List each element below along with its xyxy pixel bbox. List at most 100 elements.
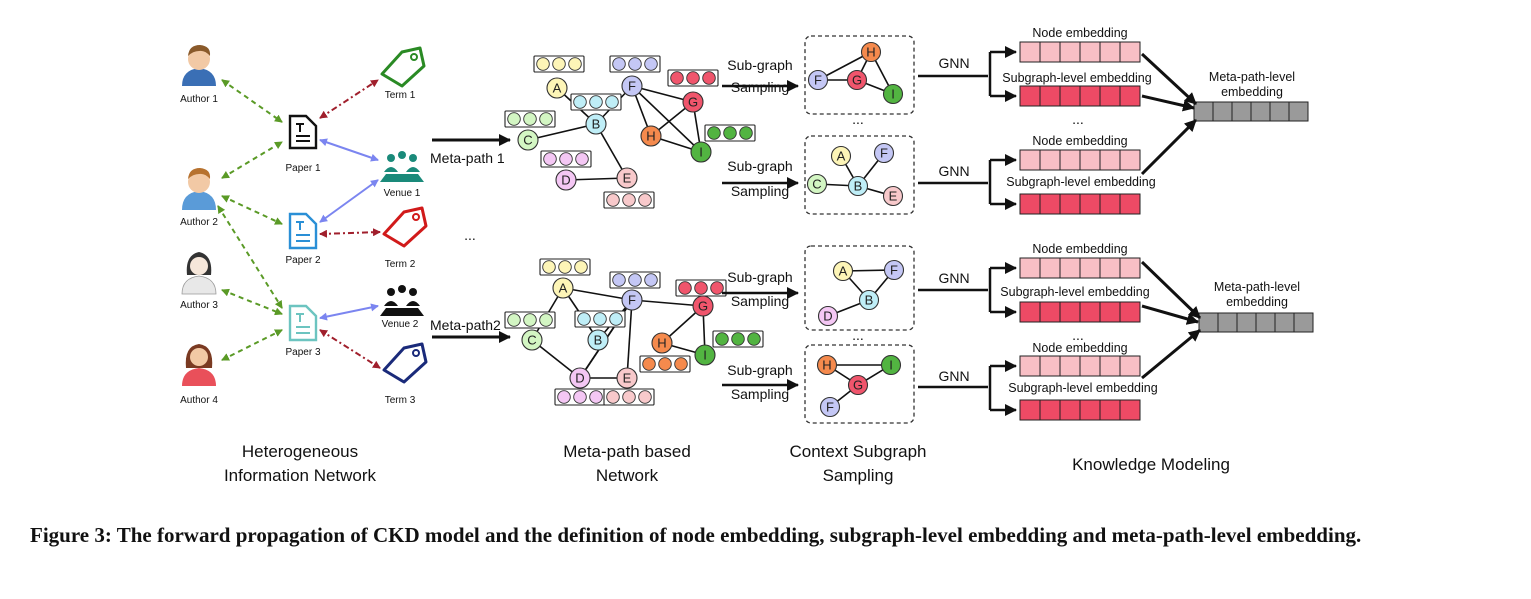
subgraph-embedding-label: Subgraph-level embedding (1006, 175, 1155, 189)
node-feature-vector (570, 93, 622, 111)
subgraph-embedding-bar (1019, 301, 1141, 323)
node-label: E (889, 189, 898, 204)
embedding-labels: Node embedding Subgraph-level embedding … (1000, 26, 1157, 395)
author-4: Author 4 (180, 344, 218, 406)
node-label: H (866, 45, 875, 60)
term-1: Term 1 (380, 46, 426, 101)
embedding-ellipsis: ... (1072, 111, 1084, 127)
edge-author2-paper3 (217, 205, 283, 309)
node-label: G (698, 299, 708, 314)
node-feature-vector (554, 388, 606, 406)
graph-node: F (873, 142, 895, 164)
subgraph-embedding-label: Subgraph-level embedding (1008, 381, 1157, 395)
tag-icon (382, 206, 428, 248)
node-feature-vector (609, 271, 661, 289)
subgraph-boxes (804, 35, 915, 424)
node-feature-vector (712, 330, 764, 348)
gnn-label: GNN (938, 368, 969, 384)
node-label: B (592, 117, 601, 132)
node-label: E (623, 371, 632, 386)
graph-node: H (860, 41, 882, 63)
sampling-label-line2: Sampling (731, 386, 789, 402)
mpn-title: Meta-path based (563, 442, 691, 461)
node-label: F (880, 146, 888, 161)
aggregate-arrow (1140, 260, 1202, 320)
node-label: F (826, 400, 834, 415)
venue-1: Venue 1 (380, 151, 424, 199)
node-label: H (822, 358, 831, 373)
node-label: G (852, 73, 862, 88)
paper-label: Paper 2 (285, 255, 320, 266)
node-feature-vector (667, 69, 719, 87)
node-embedding-bar (1019, 355, 1141, 377)
node-label: A (559, 281, 568, 296)
tag-icon (380, 46, 426, 88)
node-embedding-label: Node embedding (1032, 26, 1127, 40)
graph-node: D (555, 169, 577, 191)
gnn-label: GNN (938, 55, 969, 71)
graph-node: F (807, 69, 829, 91)
graph-node: E (882, 185, 904, 207)
graph-node: F (883, 259, 905, 281)
subgraph-ellipsis: ... (852, 327, 864, 343)
node-label: B (854, 179, 863, 194)
subgraph-embedding-label: Subgraph-level embedding (1002, 71, 1151, 85)
graph-node: E (616, 367, 638, 389)
node-label: H (646, 129, 655, 144)
node-feature-vector (533, 55, 585, 73)
edge-author1-paper1 (221, 79, 283, 123)
section-titles: Heterogeneous Information Network Meta-p… (224, 442, 1230, 485)
graph-node: I (694, 344, 716, 366)
tag-icon (382, 342, 428, 384)
graph: H I G F (816, 354, 902, 418)
gnn-label: GNN (938, 270, 969, 286)
term-label: Term 3 (385, 395, 416, 406)
graph-node: D (569, 367, 591, 389)
author-3: Author 3 (180, 252, 218, 311)
paper-2: Paper 2 (285, 212, 321, 266)
sampling-label-line2: Sampling (731, 293, 789, 309)
hin-ellipsis: ... (464, 227, 476, 243)
meta-path-embedding-bar (1193, 101, 1309, 122)
node-label: G (853, 378, 863, 393)
gnn-label: GNN (938, 163, 969, 179)
edge-author2-paper2 (221, 195, 283, 225)
document-icon (288, 114, 318, 150)
term-label: Term 1 (385, 90, 416, 101)
node-feature-vector (603, 388, 655, 406)
graph-node: H (816, 354, 838, 376)
node-label: A (839, 264, 848, 279)
author-label: Author 4 (180, 395, 218, 406)
graph-node: G (682, 91, 704, 113)
subgraph-embedding-bar (1019, 85, 1141, 107)
graph-edge (562, 287, 633, 301)
node-label: H (657, 336, 666, 351)
paper-label: Paper 1 (285, 163, 320, 174)
author-label: Author 3 (180, 300, 218, 311)
node-label: I (889, 358, 893, 373)
node-embedding-label: Node embedding (1032, 134, 1127, 148)
hin-edges (217, 79, 381, 369)
person-icon (181, 252, 217, 295)
sampling-label-line1: Sub-graph (727, 158, 792, 174)
meta-path-embedding-label: embedding (1221, 85, 1283, 99)
node-feature-vector (639, 355, 691, 373)
node-feature-vector (609, 55, 661, 73)
node-label: I (891, 87, 895, 102)
graph-node: G (692, 295, 714, 317)
node-embedding-bar (1019, 257, 1141, 279)
aggregate-arrow (1141, 94, 1195, 112)
subgraph-embedding-bar (1019, 193, 1141, 215)
meta-path-embedding-labels: Meta-path-level embedding Meta-path-leve… (1209, 70, 1300, 309)
paper-3: Paper 3 (285, 304, 321, 358)
subgraph-embedding-label: Subgraph-level embedding (1000, 285, 1149, 299)
node-label: I (699, 145, 703, 160)
edge-paper1-venue1 (319, 138, 379, 162)
edge-paper3-venue2 (319, 303, 379, 321)
node-label: C (812, 177, 821, 192)
aggregate-arrow (1140, 118, 1198, 176)
graph-node: D (817, 305, 839, 327)
graph-node: A (832, 260, 854, 282)
